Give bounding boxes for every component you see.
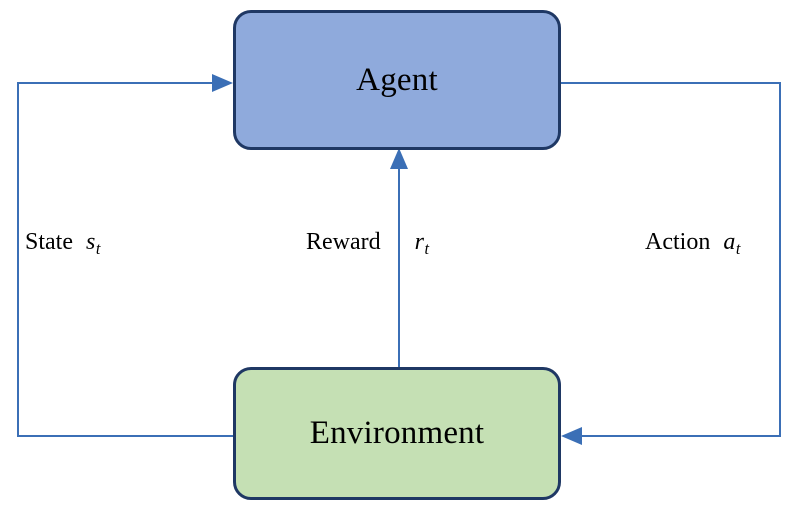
agent-node-label: Agent [356,61,438,98]
environment-node-label: Environment [309,415,485,451]
action-connector [561,82,781,445]
action-label-symbol: a [723,229,736,255]
reward-label-subscript: t [424,239,430,259]
state-connector [17,74,233,437]
environment-node[interactable]: Environment [233,367,561,500]
reward-label-word: Reward [306,229,381,255]
action-label-word: Action [645,229,711,255]
state-label-subscript: t [95,239,101,259]
state-arrowhead-icon [212,74,233,92]
agent-node[interactable]: Agent [233,10,561,150]
action-arrowhead-icon [561,427,582,445]
state-connector-line [17,82,233,437]
state-label-word: State [25,229,73,255]
reward-edge-label: Reward rt [306,230,429,258]
reward-label-symbol: r [414,229,424,255]
state-label-symbol: s [86,229,96,255]
action-label-subscript: t [735,239,741,259]
action-connector-line [561,82,781,437]
reward-arrowhead-icon [390,148,408,169]
reward-connector [390,148,408,367]
